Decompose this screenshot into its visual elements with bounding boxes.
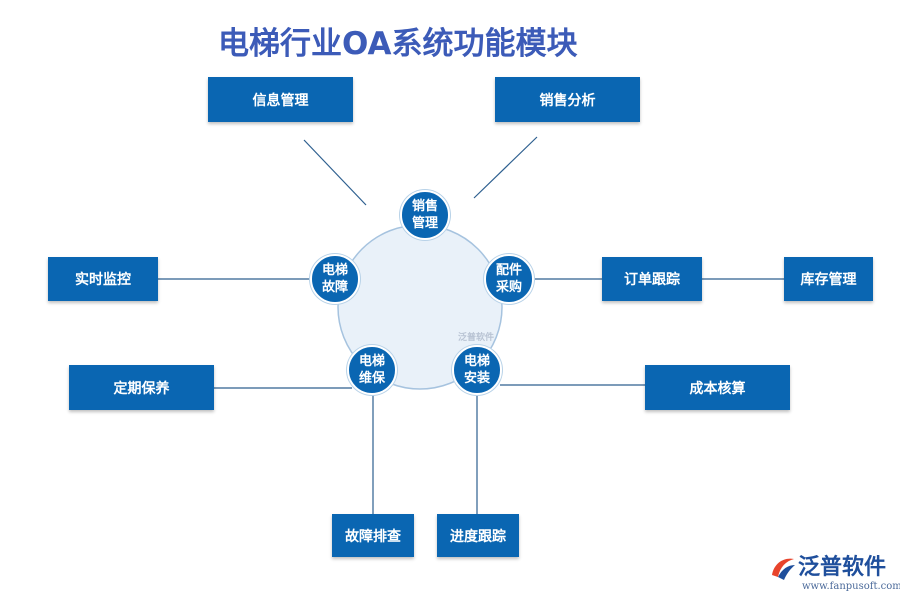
box-info-management[interactable]: 信息管理: [208, 77, 353, 122]
logo-url: www.fanpusoft.com: [802, 581, 900, 592]
line-info-mgmt: [303, 139, 367, 206]
node-elevator-maintenance[interactable]: 电梯维保: [347, 345, 397, 395]
box-sales-analysis[interactable]: 销售分析: [495, 77, 640, 122]
box-periodic-maintenance[interactable]: 定期保养: [69, 365, 214, 410]
line-sales-analysis: [473, 136, 538, 199]
node-elevator-install[interactable]: 电梯安装: [452, 345, 502, 395]
logo-icon: [772, 558, 795, 580]
company-logo: 泛普软件 www.fanpusoft.com: [766, 553, 900, 597]
box-order-tracking[interactable]: 订单跟踪: [602, 257, 702, 301]
box-fault-troubleshooting[interactable]: 故障排查: [332, 514, 414, 557]
watermark-text: 泛普软件: [458, 333, 495, 343]
node-sales-management[interactable]: 销售管理: [400, 190, 450, 240]
box-cost-accounting[interactable]: 成本核算: [645, 365, 790, 410]
diagram-title: 电梯行业OA系统功能模块: [218, 26, 578, 62]
box-realtime-monitor[interactable]: 实时监控: [48, 257, 158, 301]
node-parts-purchase[interactable]: 配件采购: [484, 254, 534, 304]
box-progress-tracking[interactable]: 进度跟踪: [437, 514, 519, 557]
box-inventory-management[interactable]: 库存管理: [784, 257, 873, 301]
node-elevator-fault[interactable]: 电梯故障: [310, 254, 360, 304]
logo-name: 泛普软件: [798, 555, 887, 580]
